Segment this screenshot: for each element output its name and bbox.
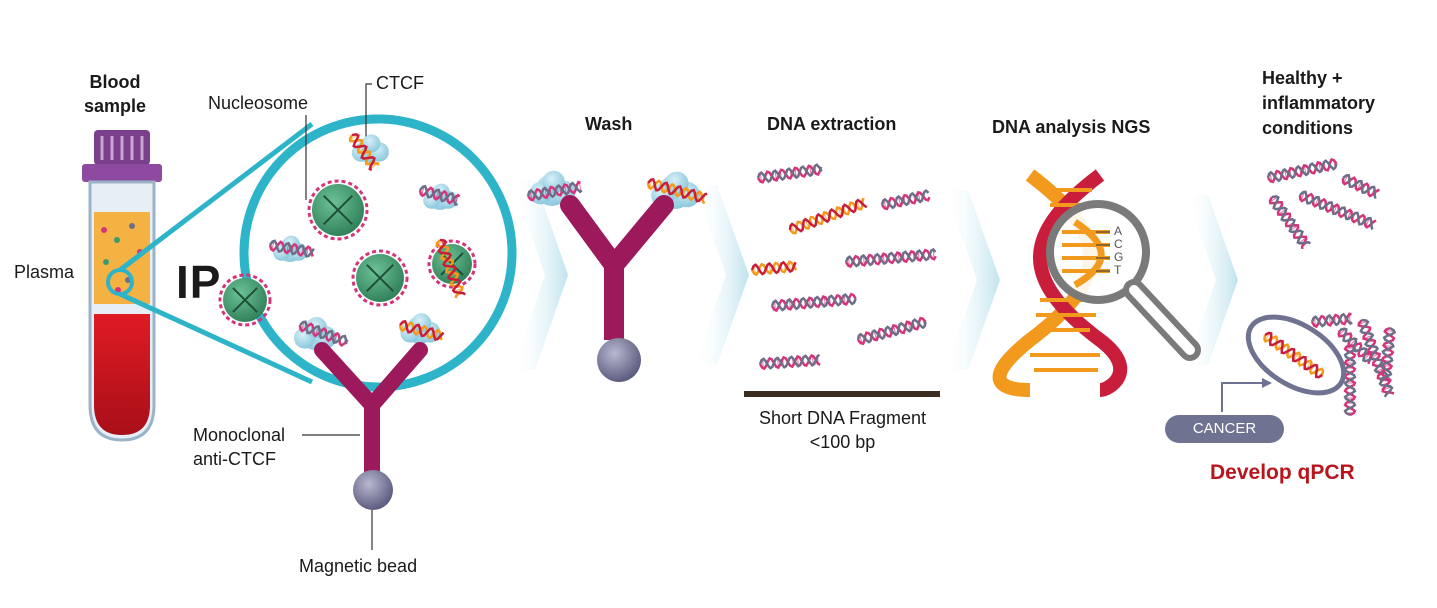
ip-label: IP — [176, 255, 221, 309]
dna-fragment — [752, 261, 797, 275]
fragment-bar — [744, 391, 940, 397]
short-fragment-label: Short DNA Fragment <100 bp — [735, 406, 950, 454]
dna-fragment — [1298, 190, 1376, 229]
nucleosome-label: Nucleosome — [208, 93, 308, 114]
dna-fragment — [881, 190, 930, 210]
dna-fragment — [1345, 345, 1355, 415]
base-a: A — [1114, 224, 1122, 238]
dna-fragment — [760, 355, 821, 369]
dna-helix-ngs — [1000, 175, 1190, 390]
dna-analysis-label: DNA analysis NGS — [992, 117, 1150, 138]
monoclonal-line-2: anti-CTCF — [193, 447, 285, 471]
antibody-wash — [570, 205, 664, 382]
short-fragment-line-2: <100 bp — [735, 430, 950, 454]
blood-sample-label: Blood sample — [70, 70, 160, 118]
healthy-line-3: conditions — [1262, 116, 1375, 141]
dna-fragment — [1267, 159, 1338, 183]
short-fragment-line-1: Short DNA Fragment — [735, 406, 950, 430]
blood-sample-line-1: Blood — [70, 70, 160, 94]
nucleosome — [353, 251, 407, 305]
plasma-label: Plasma — [14, 262, 74, 283]
dna-fragment — [1268, 194, 1310, 249]
dna-fragment — [1341, 174, 1380, 199]
dna-fragment — [788, 198, 867, 235]
wash-label: Wash — [585, 114, 632, 135]
dna-fragment — [1312, 314, 1353, 327]
monoclonal-label: Monoclonal anti-CTCF — [193, 423, 285, 471]
base-t: T — [1114, 263, 1121, 277]
healthy-line-1: Healthy + — [1262, 66, 1375, 91]
develop-qpcr-label: Develop qPCR — [1210, 461, 1355, 485]
base-c: C — [1114, 237, 1123, 251]
dna-extraction-label: DNA extraction — [767, 114, 896, 135]
magnetic-bead-label: Magnetic bead — [299, 556, 417, 577]
blood-tube — [82, 130, 162, 440]
healthy-label: Healthy + inflammatory conditions — [1262, 66, 1375, 141]
healthy-line-2: inflammatory — [1262, 91, 1375, 116]
blood-sample-line-2: sample — [70, 94, 160, 118]
ctcf-label: CTCF — [376, 73, 424, 94]
dna-fragment — [857, 317, 927, 345]
dna-fragment — [772, 294, 857, 311]
dna-fragment — [846, 249, 937, 267]
base-g: G — [1114, 250, 1123, 264]
monoclonal-line-1: Monoclonal — [193, 423, 285, 447]
cancer-badge: CANCER — [1165, 415, 1284, 443]
dna-fragment — [757, 164, 822, 183]
